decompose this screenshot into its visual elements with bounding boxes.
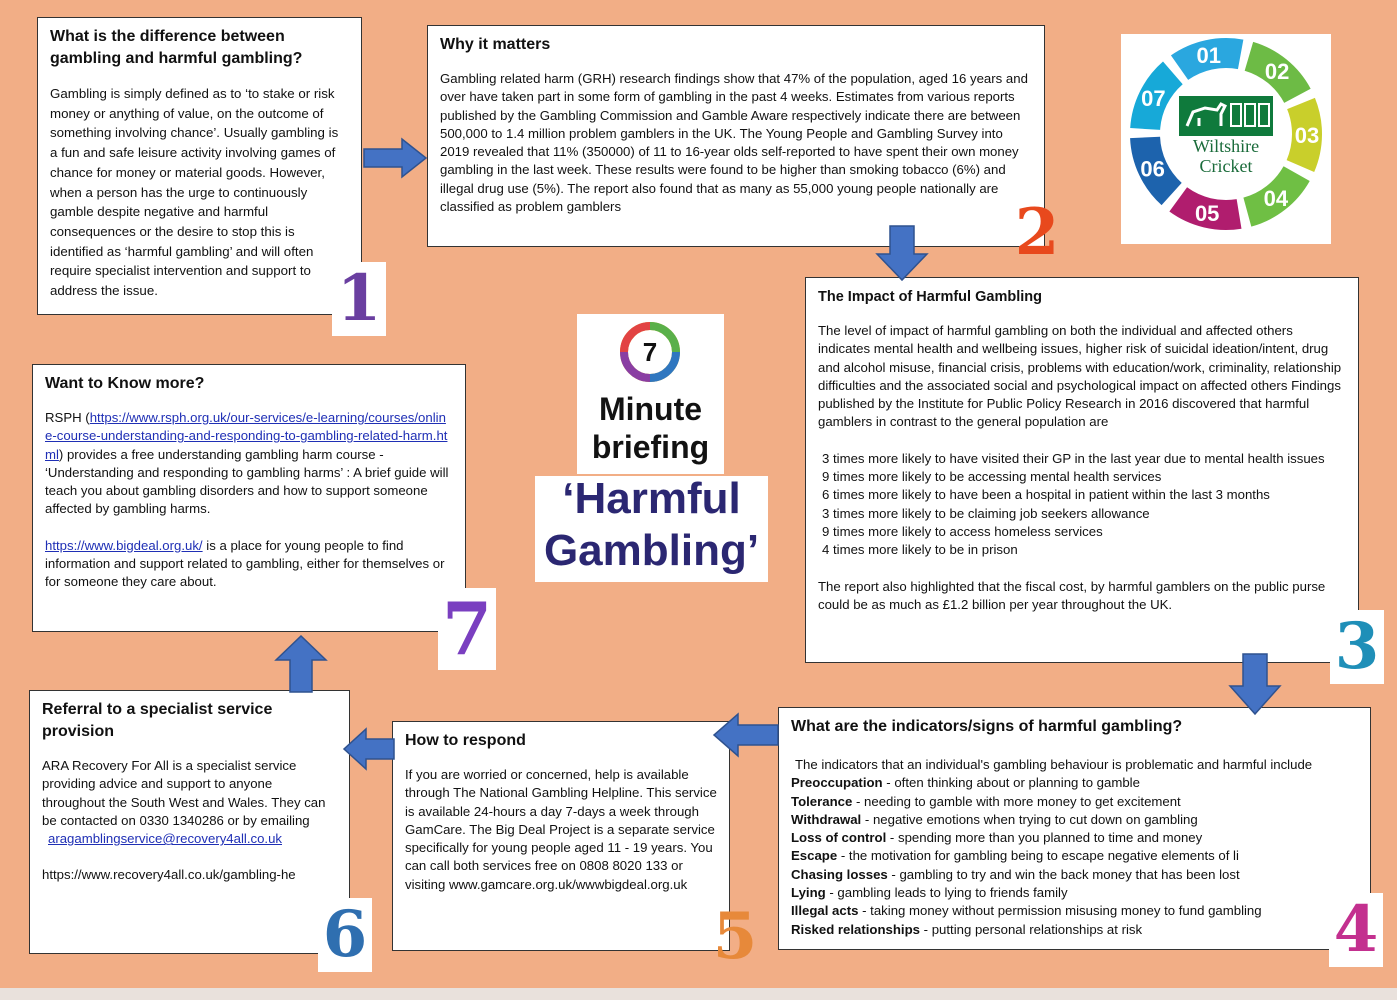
center-harmful-block: ‘Harmful Gambling’ [535, 476, 768, 582]
card-how-to-respond: How to respond If you are worried or con… [392, 721, 730, 951]
bottom-strip [0, 988, 1397, 1000]
card-more-title: Want to Know more? [45, 375, 205, 392]
impact-item: 3 times more likely to be claiming job s… [822, 505, 1150, 521]
logo-segment-label: 06 [1140, 156, 1164, 181]
logo-ring-segment [1243, 166, 1310, 227]
center-minute: Minute [598, 391, 703, 427]
card-impact-outro: The report also highlighted that the fis… [818, 578, 1326, 612]
logo-segment-label: 01 [1197, 43, 1221, 68]
card-want-to-know-more: Want to Know more? RSPH (https://www.rsp… [32, 364, 466, 632]
logo-name-line1: Wiltshire [1193, 136, 1259, 156]
logo-ring-graphic: Wiltshire Cricket 01 02 03 04 05 06 07 [1130, 37, 1322, 230]
impact-item: 9 times more likely to access homeless s… [822, 523, 1103, 539]
impact-item: 3 times more likely to have visited thei… [822, 450, 1325, 466]
card-respond-body: If you are worried or concerned, help is… [405, 767, 717, 892]
card-impact-list: 3 times more likely to have visited thei… [818, 450, 1346, 560]
indicator-item: Illegal acts - taking money without perm… [791, 903, 1262, 919]
center-briefing: briefing [591, 429, 710, 465]
arrow-right-1-to-2 [363, 137, 428, 179]
card-why-title: Why it matters [440, 36, 551, 53]
card-respond-title: How to respond [405, 732, 526, 749]
arrow-up-6-to-7 [274, 634, 328, 693]
indicator-item: Tolerance - needing to gamble with more … [791, 793, 1181, 809]
logo-ring-segment [1130, 61, 1183, 130]
logo-segment-label: 02 [1265, 59, 1289, 84]
rsph-link[interactable]: https://www.rsph.org.uk/our-services/e-l… [45, 410, 448, 462]
card-indicators-list: Preoccupation - often thinking about or … [791, 774, 1358, 939]
logo-segment-label: 07 [1141, 86, 1165, 111]
card-referral-title: Referral to a specialist service provisi… [42, 701, 273, 740]
logo-segment-label: 03 [1295, 123, 1319, 148]
logo-ring-segment [1170, 37, 1244, 80]
card-why-it-matters: Why it matters Gambling related harm (GR… [427, 25, 1045, 247]
logo-name-line2: Cricket [1200, 156, 1253, 176]
card-difference: What is the difference between gambling … [37, 17, 362, 315]
center-gambling: Gambling’ [543, 526, 760, 575]
card-more-bigdeal: https://www.bigdeal.org.uk/ is a place f… [45, 537, 445, 590]
number-badge-6: 6 [318, 898, 372, 972]
impact-item: 9 times more likely to be accessing ment… [822, 469, 1162, 485]
card-impact: The Impact of Harmful Gambling The level… [805, 277, 1359, 663]
indicator-item: Escape - the motivation for gambling bei… [791, 848, 1239, 864]
bigdeal-link[interactable]: https://www.bigdeal.org.uk/ [45, 537, 203, 553]
logo-ring-segment [1244, 41, 1311, 103]
card-referral-url[interactable]: https://www.recovery4all.co.uk/gambling-… [42, 867, 296, 883]
card-referral-email-row: aragamblingservice@recovery4all.co.uk [42, 830, 337, 848]
card-difference-body: Gambling is simply defined as to ‘to sta… [50, 86, 339, 299]
arrow-left-4-to-5 [712, 712, 779, 758]
card-indicators-intro: The indicators that an individual's gamb… [795, 757, 1313, 772]
arrow-left-5-to-6 [342, 727, 395, 771]
arrow-down-2-to-3 [875, 225, 929, 282]
indicator-item: Withdrawal - negative emotions when tryi… [791, 811, 1198, 827]
card-why-body: Gambling related harm (GRH) research fin… [440, 71, 1028, 215]
seven-circle-icon: 7 [620, 322, 680, 382]
logo-segment-label: 05 [1195, 201, 1219, 226]
logo-segment-label: 04 [1264, 186, 1289, 211]
card-indicators-title: What are the indicators/signs of harmful… [791, 718, 1183, 735]
referral-email-link[interactable]: aragamblingservice@recovery4all.co.uk [48, 831, 283, 847]
logo-ring-segment [1286, 97, 1322, 172]
seven-number: 7 [643, 337, 657, 367]
impact-item: 4 times more likely to be in prison [822, 542, 1018, 558]
card-referral: Referral to a specialist service provisi… [29, 690, 350, 954]
number-badge-1: 1 [332, 262, 386, 336]
indicator-item: Chasing losses - gambling to try and win… [791, 866, 1240, 882]
arrow-down-3-to-4 [1228, 653, 1282, 716]
indicator-item: Risked relationships - putting personal … [791, 921, 1143, 937]
logo-ring-segment [1130, 136, 1182, 206]
number-badge-2: 2 [1014, 195, 1060, 270]
number-badge-7: 7 [438, 588, 496, 670]
number-badge-3: 3 [1330, 610, 1384, 684]
card-referral-body: ARA Recovery For All is a specialist ser… [42, 758, 326, 828]
card-indicators: What are the indicators/signs of harmful… [778, 707, 1371, 950]
center-title-block: 7 Minute briefing [577, 314, 724, 474]
impact-item: 6 times more likely to have been a hospi… [822, 487, 1270, 503]
indicator-item: Preoccupation - often thinking about or … [791, 775, 1140, 791]
wiltshire-cricket-logo: Wiltshire Cricket 01 02 03 04 05 06 07 [1121, 34, 1331, 244]
logo-ring-segment [1169, 187, 1242, 230]
number-badge-5: 5 [712, 899, 758, 974]
card-difference-title: What is the difference between gambling … [50, 28, 303, 67]
card-impact-title: The Impact of Harmful Gambling [818, 289, 1042, 305]
card-impact-intro: The level of impact of harmful gambling … [818, 323, 1342, 430]
number-badge-4: 4 [1329, 893, 1383, 967]
indicator-item: Lying - gambling leads to lying to frien… [791, 885, 1068, 901]
center-harmful: ‘Harmful [562, 474, 741, 523]
card-more-rsph: RSPH (https://www.rsph.org.uk/our-servic… [45, 410, 449, 517]
indicator-item: Loss of control - spending more than you… [791, 830, 1203, 846]
